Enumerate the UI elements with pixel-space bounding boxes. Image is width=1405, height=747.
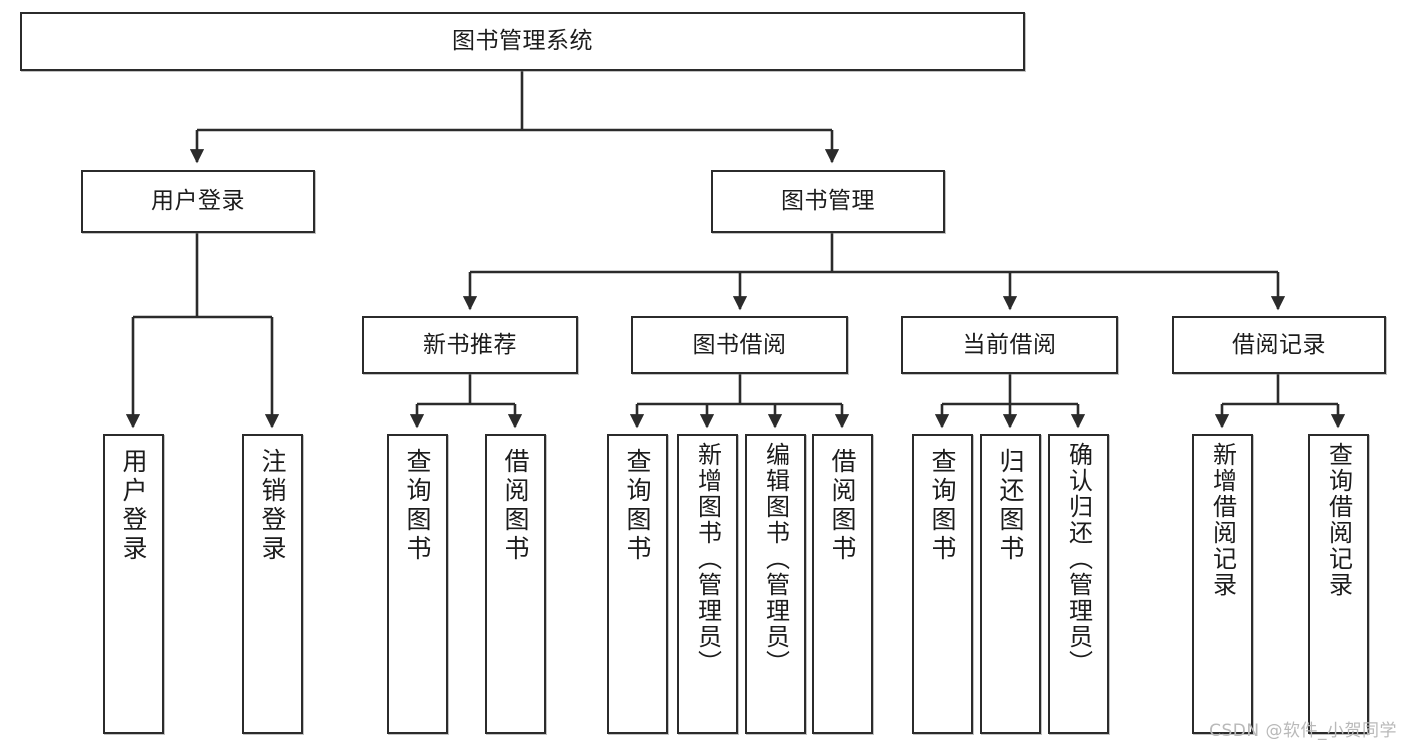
node-label: 图书管理 xyxy=(781,188,875,215)
csdn-watermark: CSDN @软件_小贺同学 xyxy=(1209,721,1397,741)
node-label: 图书借阅 xyxy=(692,331,787,358)
node-root-system[interactable]: 图书管理系统 xyxy=(20,12,1025,71)
node-label: 图书管理系统 xyxy=(452,28,593,55)
node-label: 查询图书 xyxy=(623,448,652,564)
node-label: 借阅图书 xyxy=(828,448,857,564)
node-book-borrow[interactable]: 图书借阅 xyxy=(631,316,848,374)
leaf-new-book-borrow-book[interactable]: 借阅图书 xyxy=(485,434,546,734)
node-label: 注销登录 xyxy=(258,448,287,564)
leaf-user-login-signout[interactable]: 注销登录 xyxy=(242,434,303,734)
node-user-login[interactable]: 用户登录 xyxy=(81,170,315,233)
leaf-borrow-record-query-record[interactable]: 查询借阅记录 xyxy=(1308,434,1369,734)
node-book-management[interactable]: 图书管理 xyxy=(711,170,945,233)
node-label: 新书推荐 xyxy=(423,331,517,358)
leaf-book-borrow-edit-book-admin[interactable]: 编辑图书（管理员） xyxy=(745,434,806,734)
leaf-book-borrow-query-book[interactable]: 查询图书 xyxy=(607,434,668,734)
node-label: 借阅记录 xyxy=(1232,331,1326,358)
leaf-book-borrow-add-book-admin[interactable]: 新增图书（管理员） xyxy=(677,434,738,734)
node-label: 借阅图书 xyxy=(501,448,530,564)
node-label: 当前借阅 xyxy=(962,331,1057,358)
node-label: 新增借阅记录 xyxy=(1208,442,1237,598)
node-label: 新增图书（管理员） xyxy=(693,442,722,676)
node-label: 归还图书 xyxy=(996,448,1025,564)
node-current-borrow[interactable]: 当前借阅 xyxy=(901,316,1118,374)
leaf-current-borrow-confirm-return-admin[interactable]: 确认归还（管理员） xyxy=(1048,434,1109,734)
node-label: 查询图书 xyxy=(403,448,432,564)
leaf-new-book-query-book[interactable]: 查询图书 xyxy=(387,434,448,734)
node-label: 确认归还（管理员） xyxy=(1064,442,1093,676)
node-borrow-record[interactable]: 借阅记录 xyxy=(1172,316,1386,374)
node-label: 查询图书 xyxy=(928,448,957,564)
node-label: 编辑图书（管理员） xyxy=(761,442,790,676)
leaf-book-borrow-borrow-book[interactable]: 借阅图书 xyxy=(812,434,873,734)
leaf-user-login-signin[interactable]: 用户登录 xyxy=(103,434,164,734)
node-label: 用户登录 xyxy=(119,448,148,564)
leaf-current-borrow-return-book[interactable]: 归还图书 xyxy=(980,434,1041,734)
leaf-current-borrow-query-book[interactable]: 查询图书 xyxy=(912,434,973,734)
node-label: 用户登录 xyxy=(151,188,245,215)
node-new-book-recommend[interactable]: 新书推荐 xyxy=(362,316,578,374)
node-label: 查询借阅记录 xyxy=(1324,442,1353,598)
leaf-borrow-record-add-record[interactable]: 新增借阅记录 xyxy=(1192,434,1253,734)
